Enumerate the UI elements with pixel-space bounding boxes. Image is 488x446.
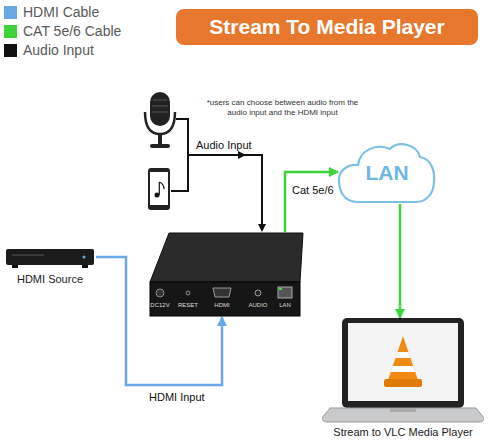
legend-text: Audio Input [23, 42, 94, 59]
audio-wire-part [258, 224, 266, 232]
laptop-part-part [388, 336, 418, 380]
encoder-box-part-part [150, 233, 303, 282]
encoder-box-part-part [213, 288, 231, 297]
laptop-part-part [391, 366, 416, 372]
phone-part [159, 182, 160, 195]
node-text: LAN [365, 160, 408, 185]
audio-wire [171, 119, 266, 232]
audio-wire-part [171, 119, 188, 191]
legend-text: HDMI Cable [23, 4, 99, 21]
microphone-part [152, 112, 168, 113]
legend-swatch [4, 44, 17, 57]
lan-cloud-part-part [339, 144, 434, 202]
hdmi-source-part-part [12, 254, 44, 256]
node-text: RESET [178, 302, 198, 309]
edge-label: HDMI Input [148, 391, 206, 404]
phone-part [150, 172, 168, 205]
encoder-box-part-part [156, 289, 164, 297]
microphone-part [153, 100, 167, 101]
microphone-part [150, 92, 170, 126]
microphone-part [145, 112, 175, 134]
hdmi-source-part-part [82, 265, 88, 268]
node-text: AUDIO [248, 302, 267, 309]
encoder-box-part-part [279, 288, 282, 290]
hdmi-source-part-part [82, 255, 85, 258]
hdmi-source-part [4, 245, 96, 271]
encoder-box-part-part [278, 287, 292, 298]
audio-wire-part [238, 151, 246, 159]
legend-swatch [4, 25, 17, 38]
title: Stream To Media Player [176, 9, 478, 45]
laptop: Stream to VLC Media Player [322, 318, 484, 442]
microphone [145, 92, 175, 148]
laptop-part-part [390, 408, 416, 412]
cat-cable [285, 172, 338, 232]
microphone-part [150, 144, 170, 148]
laptop-part-part [396, 352, 411, 358]
encoder-box-part-part [255, 290, 261, 296]
laptop-part-part [348, 323, 458, 401]
node-text: HDMI [214, 302, 229, 309]
node-text: LAN [279, 302, 291, 309]
hdmi-source-part-part [12, 265, 18, 268]
phone [148, 168, 170, 210]
encoder-box-part-part [186, 291, 190, 295]
cat-cable [399, 204, 402, 318]
microphone-part [152, 106, 168, 107]
node-text: DC12V [150, 302, 169, 309]
encoder-box: DC12V RESET HDMI AUDIO LAN [145, 232, 305, 317]
laptop-part-part [322, 408, 484, 422]
encoder-box-part-part [150, 282, 300, 316]
hdmi-source: HDMI Source [4, 245, 96, 293]
node-text: Stream to VLC Media Player [333, 426, 472, 439]
legend-text: CAT 5e/6 Cable [23, 23, 121, 40]
legend-swatch [4, 6, 17, 19]
laptop-part [322, 318, 484, 424]
note: *users can choose between audio from the… [200, 98, 365, 117]
phone-part [159, 182, 164, 189]
edge-label: Cat 5e/6 [291, 184, 335, 197]
laptop-part-part [384, 379, 422, 387]
laptop-part-part [342, 318, 464, 408]
audio-wire-part [188, 155, 262, 230]
node-text: HDMI Source [17, 273, 83, 286]
hdmi-source-part-part [6, 249, 94, 265]
title-banner: Stream To Media Player [176, 9, 478, 45]
microphone-part [158, 134, 162, 144]
lan-cloud: LAN [338, 140, 436, 204]
phone-part [148, 168, 170, 210]
wire-label: Audio Input [196, 139, 266, 152]
